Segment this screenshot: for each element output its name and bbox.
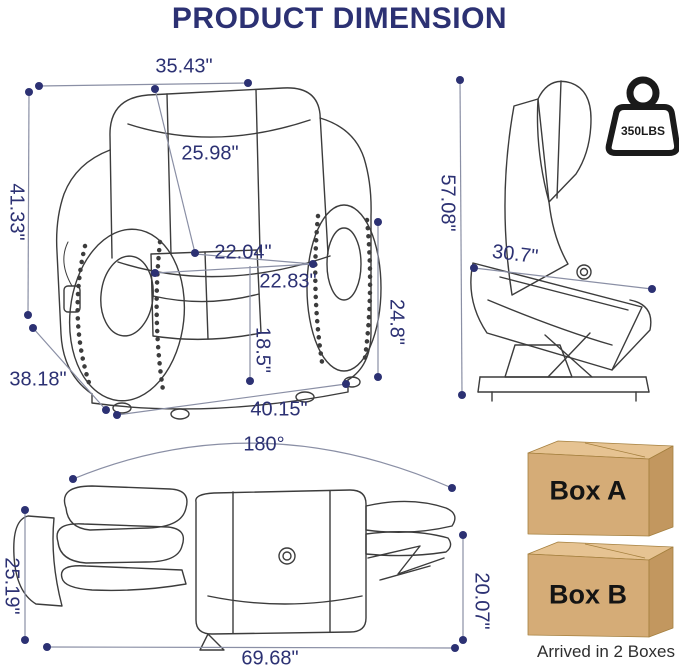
dim-front-top-width: 35.43" [155, 55, 213, 78]
front-view-nailhead-trim [75, 213, 373, 393]
weight-capacity-label: 350LBS [620, 124, 666, 138]
dim-front-overall-height: 41.33" [5, 183, 28, 241]
reclined-view-chair-drawing [13, 485, 456, 651]
dim-front-overall-depth: 38.18" [9, 368, 67, 391]
box-a-graphic [527, 440, 674, 537]
dim-reclined-back-height: 25.19" [0, 557, 23, 615]
dim-front-arm-height: 24.8" [385, 298, 408, 346]
page-title: PRODUCT DIMENSION [171, 2, 508, 35]
dimension-endpoint-dots [21, 76, 656, 652]
weight-capacity-icon [605, 76, 679, 156]
dim-front-base-width: 40.15" [250, 398, 308, 421]
dim-reclined-length: 69.68" [241, 647, 299, 670]
box-b-graphic [527, 541, 674, 638]
dim-reclined-footrest-height: 20.07" [470, 572, 493, 630]
box-a-label: Box A [549, 475, 627, 506]
dim-recline-angle: 180° [243, 433, 285, 456]
front-view-chair-drawing [55, 87, 382, 420]
dim-front-seat-width: 22.04" [214, 241, 272, 264]
packaging-caption: Arrived in 2 Boxes [537, 642, 675, 661]
dimension-lines [24, 79, 653, 649]
dim-front-seat-height: 18.5" [251, 326, 274, 374]
box-b-label: Box B [548, 579, 628, 610]
dim-front-seat-depth: 22.83" [259, 270, 317, 293]
side-view-chair-drawing [470, 80, 652, 402]
dim-side-lift-height: 57.08" [436, 174, 459, 232]
dim-front-back-height: 25.98" [181, 142, 239, 165]
